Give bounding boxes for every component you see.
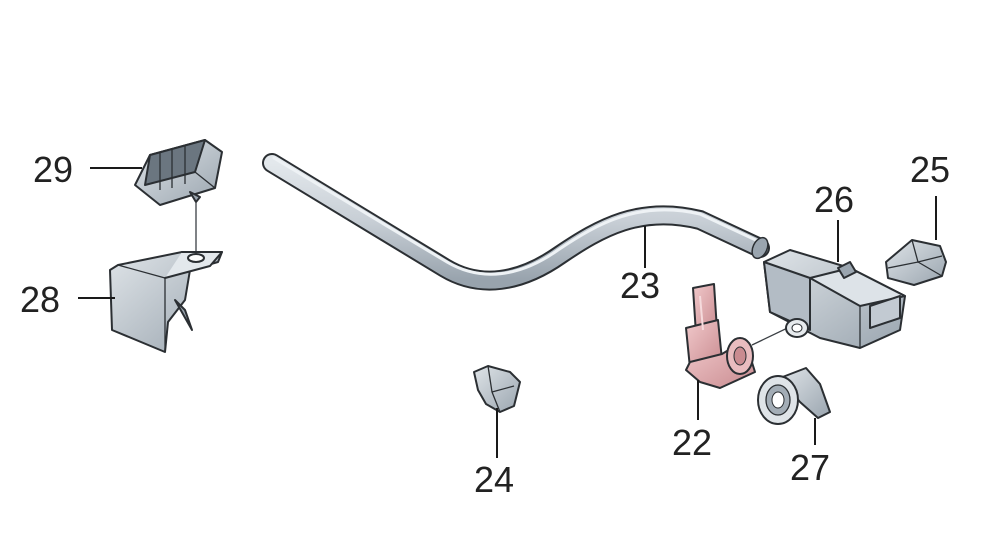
label-27: 27 — [790, 447, 830, 488]
part-27-grommet — [757, 367, 831, 425]
label-29: 29 — [33, 149, 73, 190]
part-28-bracket — [109, 251, 223, 353]
label-28: 28 — [20, 279, 60, 320]
part-22-elbow-connector — [685, 283, 756, 389]
part-24-small-clip — [473, 365, 521, 413]
label-25: 25 — [910, 149, 950, 190]
label-26: 26 — [814, 179, 854, 220]
label-22: 22 — [672, 422, 712, 463]
part-25-clip — [885, 239, 947, 286]
part-29-retainer-clip — [134, 139, 223, 206]
label-23: 23 — [620, 265, 660, 306]
label-24: 24 — [474, 459, 514, 500]
part-26-housing — [763, 249, 906, 349]
part-23-hose — [262, 153, 770, 291]
